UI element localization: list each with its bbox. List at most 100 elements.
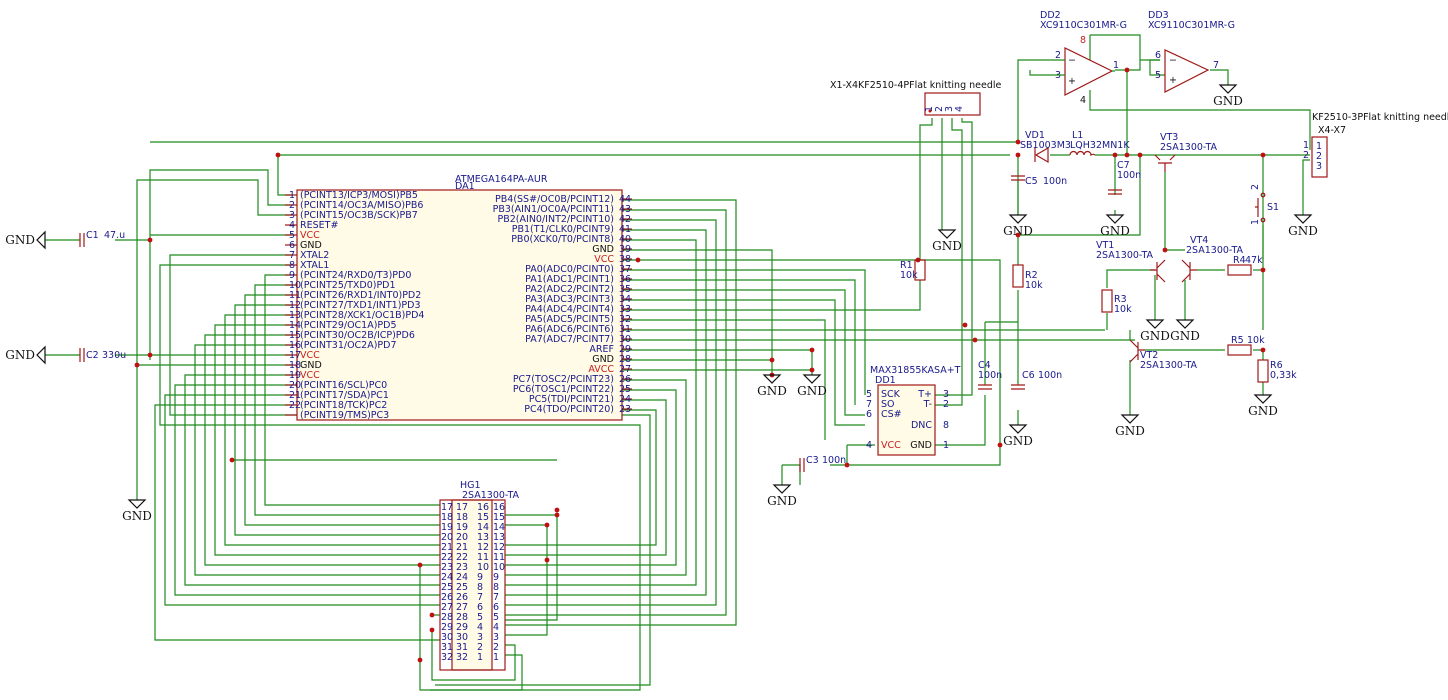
hg1-pin: 13: [477, 532, 489, 543]
hg1-pin: 32: [441, 652, 453, 663]
gnd-label: GND: [5, 233, 35, 247]
x4-pin-3: 3: [1316, 161, 1322, 172]
gnd-label: GND: [1115, 424, 1145, 438]
hg1-pin: 19: [441, 522, 453, 533]
hg1-pin: 4: [477, 622, 483, 633]
s1-ref: S1: [1267, 202, 1279, 213]
x1-pin-1: 1: [924, 106, 935, 112]
c4-value: 100n: [978, 370, 1002, 381]
mcu-pin-num: 21: [289, 390, 301, 401]
hg1-pin: 12: [493, 542, 505, 553]
mcu-pin-num: 2: [289, 200, 295, 211]
hg1-pin: 7: [477, 592, 483, 603]
mcu-pin-name: RESET#: [300, 220, 338, 231]
mcu-pin-name: VCC: [300, 230, 320, 241]
mcu-pin-num: 29: [619, 344, 631, 355]
gnd-label: GND: [122, 509, 152, 523]
cap-c5: C5 100n: [1011, 175, 1067, 187]
c5-ref: C5: [1025, 176, 1038, 187]
r1-value: 10k: [900, 270, 918, 281]
dd3-pin-7: 7: [1213, 60, 1219, 71]
c4-ref: C4: [978, 360, 991, 371]
mcu-pin-name: GND: [300, 240, 322, 251]
hg1-pin: 31: [441, 642, 453, 653]
mcu-pin-num: 23: [619, 404, 631, 415]
mcu-pin-name: VCC: [300, 370, 320, 381]
hg1-pin: 16: [493, 502, 505, 513]
mcu-pin-num: 39: [619, 244, 631, 255]
wires: [45, 34, 1311, 691]
vt2-part: 2SA1300-TA: [1140, 360, 1198, 371]
hg1-pin: 15: [477, 512, 489, 523]
mcu-pin-name: PA3(ADC3/PCINT3): [525, 294, 614, 305]
l1-ref: L1: [1072, 130, 1083, 141]
gnd-label: GND: [767, 494, 797, 508]
mcu-pin-name: PA1(ADC1/PCINT1): [525, 274, 614, 285]
c3-value: 100n: [822, 455, 846, 466]
vd1-ref: VD1: [1025, 130, 1045, 141]
dd1-pin-name: SCK: [881, 389, 901, 400]
hg1-pin: 8: [493, 582, 499, 593]
mcu-part: ATMEGA164PA-AUR: [455, 174, 548, 185]
r5-ref: R5: [1231, 335, 1244, 346]
svg-text:+: +: [1169, 75, 1177, 86]
mcu-pin-num: 3: [289, 210, 295, 221]
mcu-pin-num: 34: [619, 294, 631, 305]
mcu-pin-name: (PCINT28/XCK1/OC1B)PD4: [300, 310, 424, 321]
mcu-pin-name: (PCINT17/SDA)PC1: [300, 390, 389, 401]
mcu-pin-num: 17: [289, 350, 301, 361]
hg1-pin: 2: [477, 642, 483, 653]
mcu-pin-name: GND: [592, 244, 614, 255]
r1-ref: R1: [900, 260, 913, 271]
connector-x4: KF2510-3PFlat knitting needle X4-X7 1 2 …: [1303, 112, 1448, 178]
gnd-label: GND: [1213, 94, 1243, 108]
hg1-pin: 28: [456, 612, 468, 623]
gnd-label: GND: [757, 384, 787, 398]
mcu-pin-num: 9: [289, 270, 295, 281]
dd1-pin-num: 2: [943, 399, 949, 410]
c1-value: 47.u: [104, 230, 125, 241]
x4-ref: X4-X7: [1318, 125, 1346, 136]
mcu-pin-name: (PCINT29/OC1A)PD5: [300, 320, 397, 331]
mcu-pin-num: 42: [619, 214, 631, 225]
hg1-pin: 1: [493, 652, 499, 663]
res-r2: R2 10k: [1012, 264, 1043, 291]
mcu-pin-num: 22: [289, 400, 301, 411]
mcu-pin-name: (PCINT13/ICP3/MOSI)PB5: [300, 190, 418, 201]
hg1-pin: 22: [456, 552, 468, 563]
mcu-pin-name: AVCC: [588, 364, 614, 375]
switch-s1: S1 1 2: [1250, 184, 1279, 225]
dd2-pin-2: 2: [1055, 50, 1061, 61]
mcu-pin-num: 5: [289, 230, 295, 241]
connector-x1: X1-X4KF2510-4PFlat knitting needle 1 2 3…: [830, 80, 1002, 116]
dd1-pin-name: SO: [881, 399, 895, 410]
mcu-pin-num: 31: [619, 324, 631, 335]
mcu-pin-num: 43: [619, 204, 631, 215]
dd2-ref: DD2: [1040, 10, 1061, 21]
c1-ref: C1: [86, 230, 99, 241]
c5-value: 100n: [1043, 176, 1067, 187]
hg1-pin: 14: [477, 522, 489, 533]
hg1-pin: 3: [477, 632, 483, 643]
mcu-pin-num: 38: [619, 254, 631, 265]
transistor-vt3: VT3 2SA1300-TA: [1154, 132, 1218, 172]
gnd-label: GND: [1248, 404, 1278, 418]
dd1-pin-num: 7: [866, 399, 872, 410]
mcu-pin-name: PB0(XCK0/T0/PCINT8): [511, 234, 614, 245]
hg1-pin: 9: [477, 572, 483, 583]
mcu-pin-name: PA5(ADC5/PCINT5): [525, 314, 614, 325]
hg1-pin: 9: [493, 572, 499, 583]
hg1-pin: 13: [493, 532, 505, 543]
res-r3: R3 10k: [1101, 289, 1132, 315]
capacitors: C1 47.u C2 330u C3 100n C4 100n C5 100n …: [79, 160, 1141, 472]
l1-part: LQH32MN1K: [1070, 140, 1130, 151]
mcu-pin-name: (PCINT31/OC2A)PD7: [300, 340, 397, 351]
r3-ref: R3: [1114, 294, 1127, 305]
mcu-pin-num: 6: [289, 240, 295, 251]
c2-value: 330u: [102, 350, 126, 361]
opamp-dd2: − + DD2 XC9110C301MR-G 2 3 1 8 4: [1040, 10, 1127, 106]
